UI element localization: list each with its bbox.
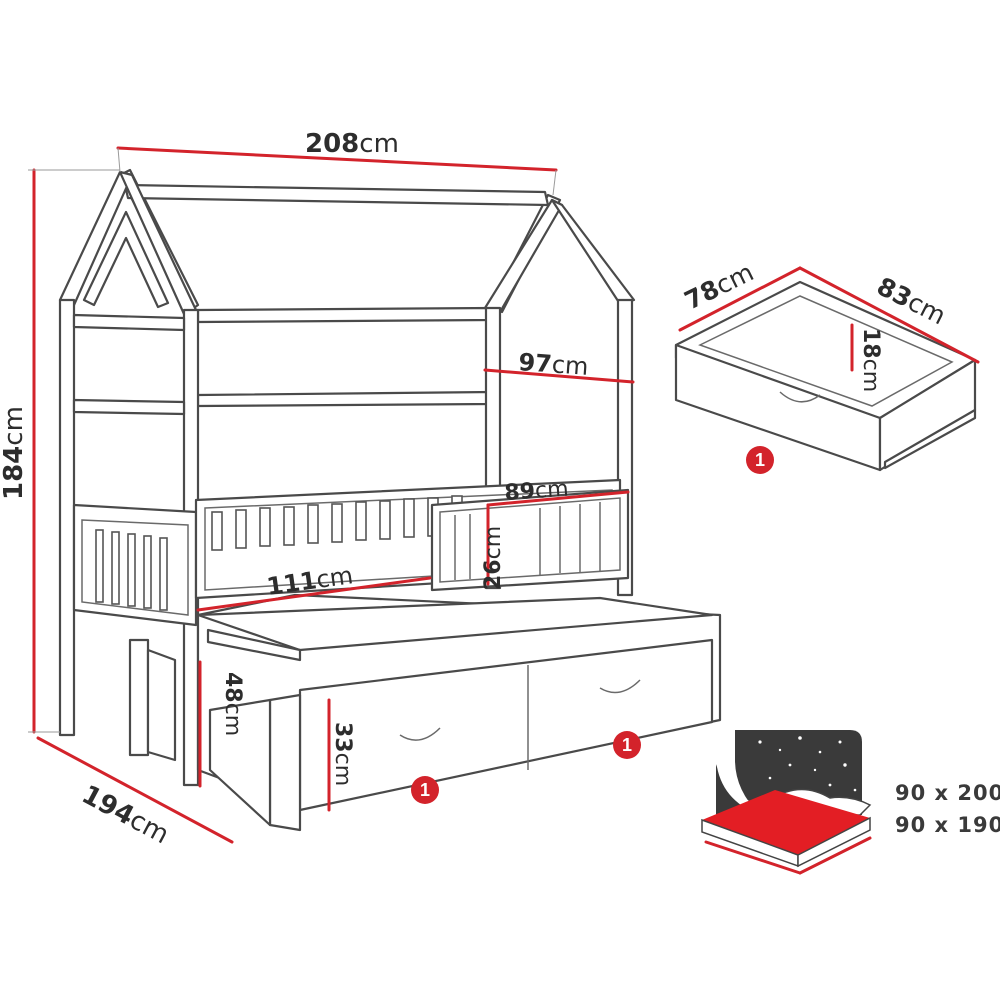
mattress-sizes: 90 x 200 90 x 190: [895, 781, 1000, 837]
svg-text:1: 1: [755, 450, 765, 470]
label-rail-length: 89cm: [504, 477, 570, 506]
drawer: [674, 266, 980, 472]
label-rail-height: 26cm: [481, 526, 506, 590]
badge-drawer: 1: [746, 446, 774, 474]
legs: [128, 638, 177, 762]
label-opening: 111cm: [265, 561, 355, 601]
label-trundle-height: 33cm: [330, 722, 355, 786]
trundle: [196, 593, 722, 832]
mattress-icon: [701, 730, 872, 875]
front-rail-slats: [454, 502, 601, 580]
label-bed-height: 48cm: [220, 672, 245, 736]
svg-text:1: 1: [622, 735, 632, 755]
label-drawer-height: 18cm: [858, 328, 883, 392]
label-roof-depth: 97cm: [518, 348, 590, 381]
label-length: 194cm: [77, 780, 174, 851]
quantity-badges: 1 1 1: [411, 446, 774, 804]
badge-trundle-right: 1: [613, 731, 641, 759]
label-height: 184cm: [0, 406, 29, 500]
house-bed-frame: [58, 168, 636, 787]
moon-icon: [716, 760, 760, 815]
front-safety-rail: [430, 488, 630, 592]
headboard-slats: [95, 529, 168, 611]
mattress-size-1: 90 x 200: [895, 781, 1000, 805]
stars: [758, 736, 857, 794]
headboard: [72, 503, 198, 627]
label-drawer-width: 78cm: [680, 257, 758, 315]
dimension-lines: [28, 146, 635, 844]
svg-text:1: 1: [420, 780, 430, 800]
mattress-size-2: 90 x 190: [895, 813, 1000, 837]
badge-trundle-left: 1: [411, 776, 439, 804]
label-width: 208cm: [305, 129, 399, 159]
